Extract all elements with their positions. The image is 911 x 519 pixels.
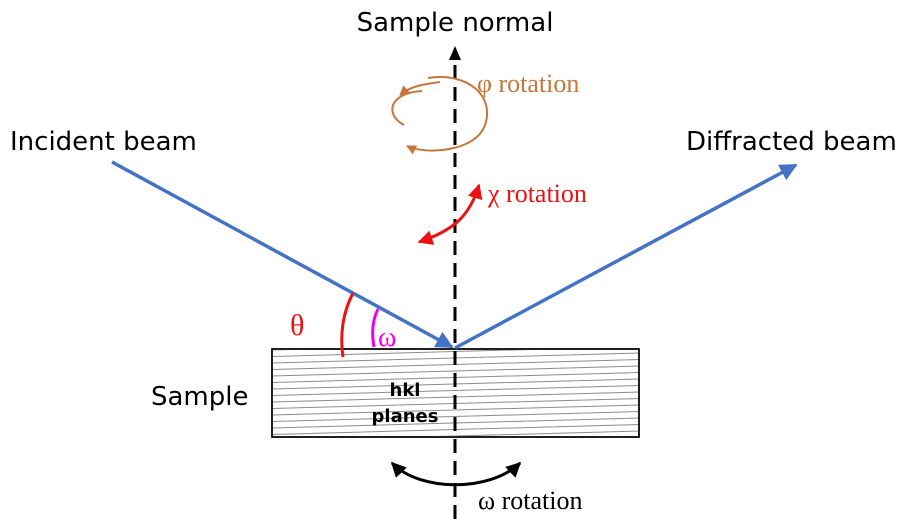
- sample-normal-arrowhead: [449, 46, 461, 60]
- phi-rotation-arrow: [391, 76, 488, 150]
- planes-label: planes: [372, 406, 439, 427]
- hkl-plane-line: [272, 365, 639, 377]
- diffracted-beam-arrow: [454, 163, 798, 350]
- diffracted-beam-label: Diffracted beam: [686, 127, 897, 157]
- hkl-plane-line: [272, 385, 639, 396]
- omega-angle-arc: [371, 308, 380, 348]
- sample-normal-label: Sample normal: [357, 8, 554, 38]
- sample-label: Sample: [151, 382, 249, 412]
- incident-beam-label: Incident beam: [10, 127, 197, 157]
- chi-rotation-label: χ rotation: [487, 179, 587, 208]
- hkl-plane-line: [400, 430, 639, 437]
- theta-angle-arc: [340, 292, 355, 358]
- chi-rotation-arrow: [417, 183, 483, 245]
- omega-angle-label: ω: [378, 322, 396, 353]
- phi-rotation-label: φ rotation: [477, 69, 579, 98]
- theta-label: θ: [290, 309, 304, 342]
- hkl-label: hkl: [390, 380, 421, 401]
- phi-rotation-arrow-start: [399, 81, 441, 96]
- omega-rotation-label: ω rotation: [478, 486, 582, 515]
- incident-beam-arrow: [111, 160, 454, 349]
- omega-rotation-arrow: [390, 461, 522, 487]
- hkl-plane-line: [272, 404, 639, 416]
- hkl-plane-line: [272, 411, 639, 422]
